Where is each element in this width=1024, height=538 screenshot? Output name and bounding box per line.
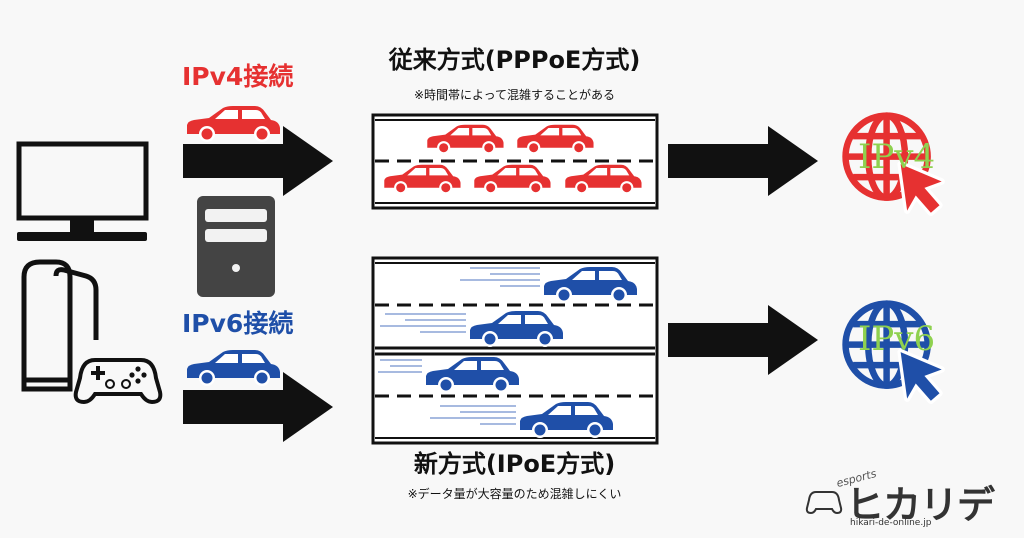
logo-url: hikari-de-online.jp (850, 518, 932, 528)
speed-lines (378, 267, 540, 425)
ipv6-connection-label: IPv6接続 (182, 309, 294, 338)
car-icon-ipv4 (187, 106, 280, 142)
game-controller-icon (73, 358, 163, 405)
server-tower-icon (197, 196, 275, 297)
arrow-right-icon-ipv4-out (668, 126, 818, 196)
ipoe-road (371, 256, 659, 445)
ipv4-connection-label: IPv4接続 (182, 62, 294, 91)
pppoe-note: ※時間帯によって混雑することがある (413, 88, 616, 102)
ipoe-note: ※データ量が大容量のため混雑しにくい (407, 487, 622, 501)
globe-ipv4-label: IPv4 (858, 137, 936, 177)
logo-controller-icon (805, 491, 843, 515)
game-console-icon (21, 259, 99, 392)
monitor-icon (16, 141, 149, 241)
globe-ipv6-label: IPv6 (858, 319, 936, 359)
arrow-right-icon-ipv6-out (668, 305, 818, 375)
pppoe-title: 従来方式(PPPoE方式) (388, 46, 641, 74)
ipoe-title: 新方式(IPoE方式) (413, 450, 616, 478)
car-icon-ipv6 (187, 350, 280, 386)
pppoe-road (371, 113, 659, 210)
logo-name: ヒカリデ (846, 483, 995, 527)
